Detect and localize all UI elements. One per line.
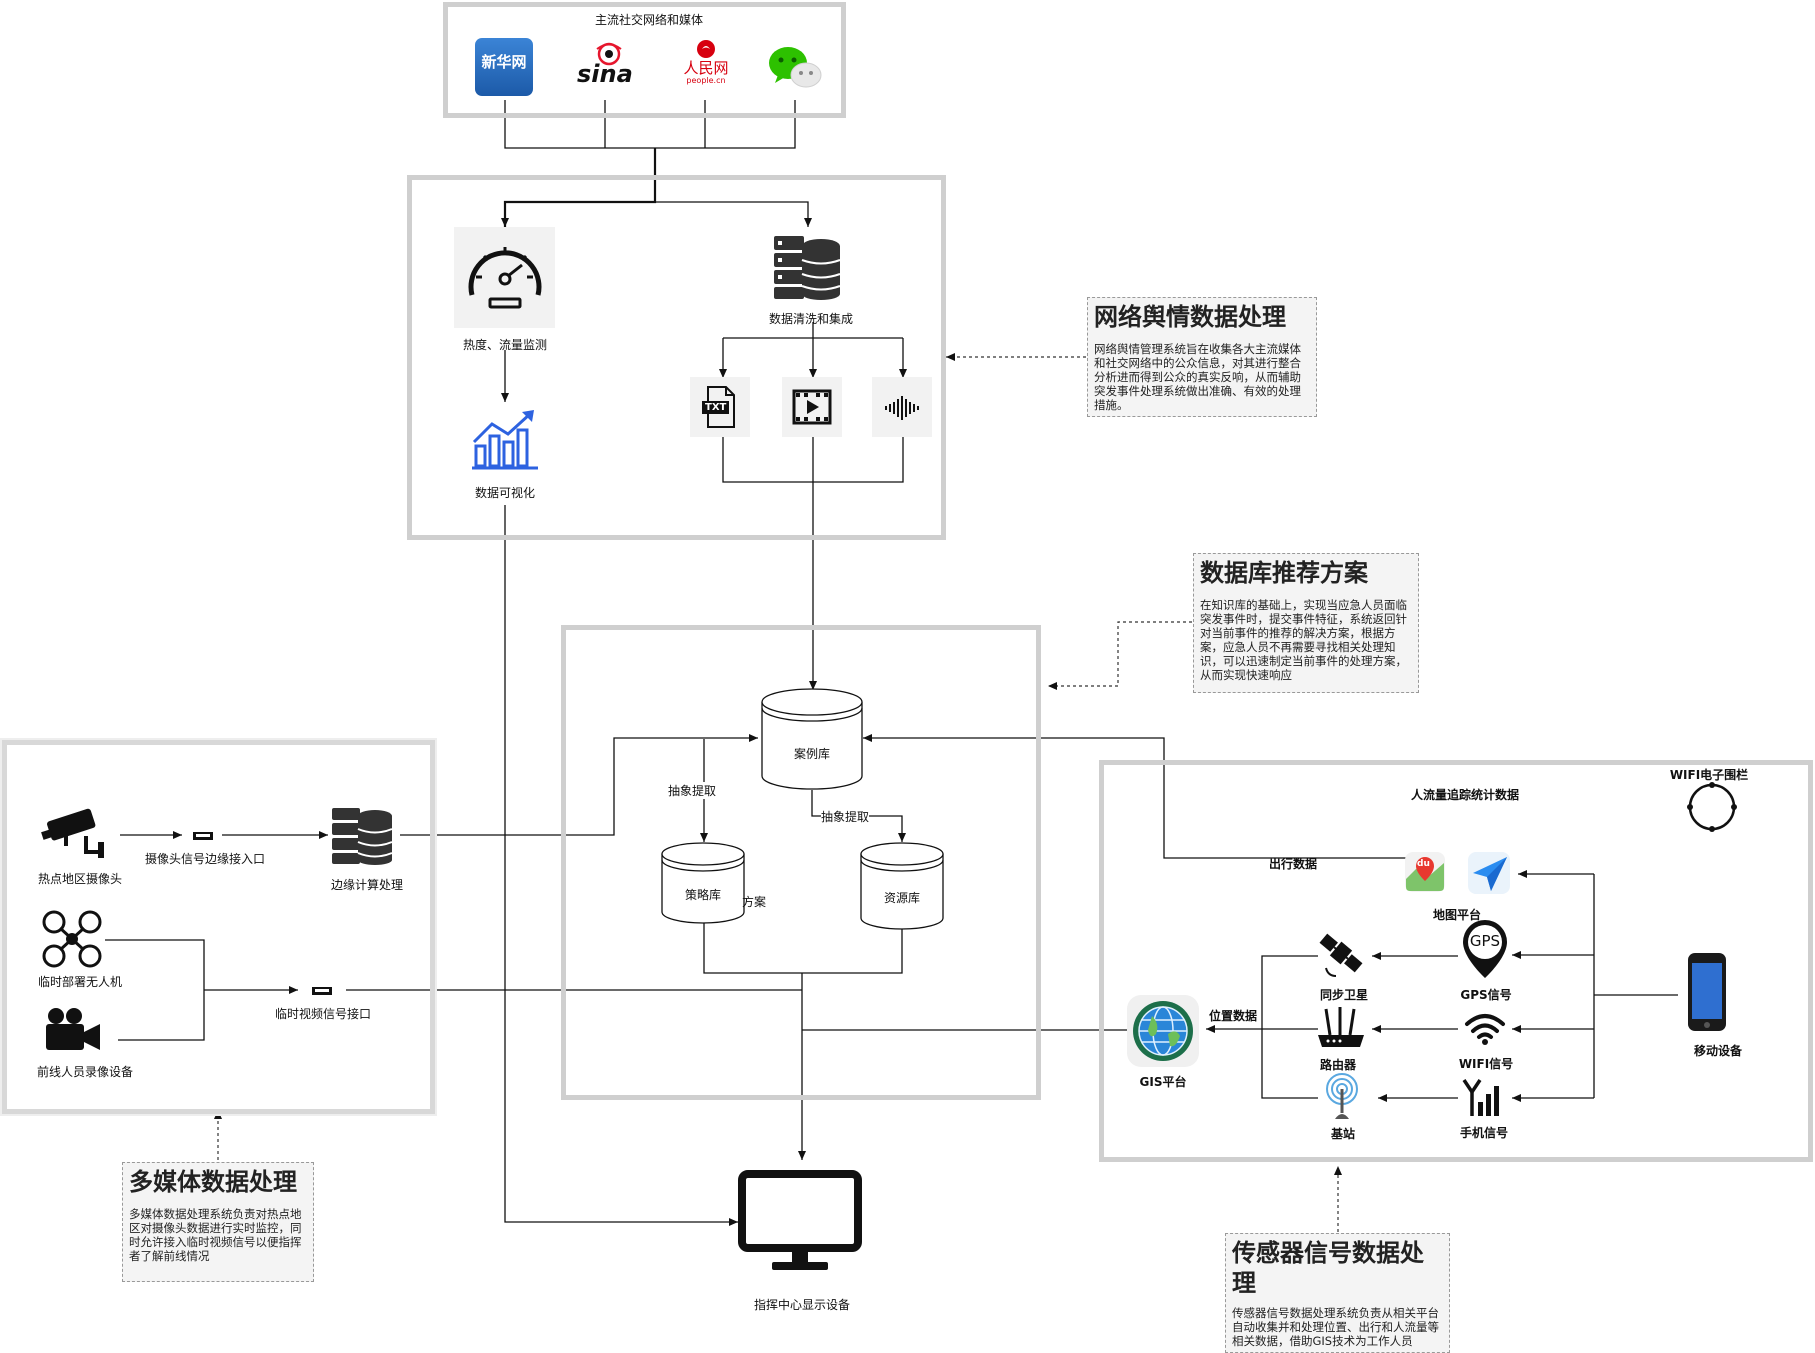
travel-data-label: 出行数据 (1268, 857, 1318, 871)
display-label: 指挥中心显示设备 (753, 1298, 851, 1312)
wechat-logo (766, 43, 824, 91)
multimedia-note: 多媒体数据处理 多媒体数据处理系统负责对热点地区对摄像头数据进行实时监控，同时允… (122, 1162, 314, 1282)
multimedia-frame (2, 740, 435, 1114)
extract-label-1: 抽象提取 (667, 782, 717, 799)
txt-file-icon: TXT (690, 377, 750, 437)
monitor-display-icon (738, 1170, 862, 1274)
viz-label: 数据可视化 (474, 486, 536, 500)
video-file-icon (782, 377, 842, 437)
edge-label: 边缘计算处理 (330, 878, 404, 892)
sina-logo: sina (575, 40, 637, 90)
cctv-camera-icon (40, 802, 108, 860)
people-logo-en: people.cn (686, 76, 726, 85)
strategy-database: 策略库 (661, 842, 745, 924)
recorder-label: 前线人员录像设备 (36, 1065, 134, 1079)
network-note-body: 网络舆情管理系统旨在收集各大主流媒体和社交网络中的公众信息，对其进行整合分析进而… (1094, 342, 1301, 412)
wifi-fence-icon (1686, 781, 1738, 833)
sensor-note-title: 传感器信号数据处理 (1232, 1239, 1424, 1297)
gps-label: GPS信号 (1460, 988, 1512, 1002)
map-platform-label: 地图平台 (1432, 908, 1482, 922)
resource-database: 资源库 (860, 842, 944, 930)
hdmi-port-icon-2 (307, 983, 337, 997)
social-title: 主流社交网络和媒体 (594, 13, 704, 27)
sensor-note: 传感器信号数据处理 传感器信号数据处理系统负责从相关平台自动收集并和处理位置、出… (1225, 1233, 1450, 1353)
gps-pin-icon: GPS (1460, 918, 1510, 982)
resource-database-label: 资源库 (883, 891, 921, 905)
mobile-label: 移动设备 (1693, 1044, 1743, 1058)
hdmi-port-icon-1 (188, 828, 218, 842)
sensor-note-body: 传感器信号数据处理系统负责从相关平台自动收集并和处理位置、出行和人流量等相关数据… (1232, 1306, 1439, 1348)
camera-label: 热点地区摄像头 (37, 872, 123, 886)
gps-badge: GPS (1469, 932, 1501, 950)
wifi-signal-icon (1463, 1010, 1507, 1046)
txt-badge: TXT (702, 401, 730, 414)
network-processing-frame (407, 175, 946, 540)
db-note-title: 数据库推荐方案 (1200, 559, 1368, 587)
satellite-icon (1316, 928, 1366, 978)
audio-wave-icon (872, 377, 932, 437)
drone-icon (40, 908, 104, 970)
database-frame (561, 625, 1041, 1100)
xinhua-logo-text: 新华网 (481, 53, 527, 71)
navigation-map-icon (1467, 851, 1511, 895)
cell-signal-icon (1462, 1078, 1508, 1118)
plan-label: 方案 (742, 895, 767, 909)
case-database-label: 案例库 (793, 747, 831, 761)
gis-globe-icon (1126, 994, 1200, 1068)
router-icon (1316, 1005, 1366, 1053)
db-note-body: 在知识库的基础上，实现当应急人员面临突发事件时，提交事件特征，系统返回针对当前事… (1200, 598, 1407, 682)
baidu-badge: du (1417, 859, 1430, 869)
wechat-icon (769, 47, 822, 88)
monitor-label: 热度、流量监测 (462, 338, 548, 352)
xinhua-logo: 新华网 (475, 38, 533, 96)
base-station-label: 基站 (1330, 1127, 1356, 1141)
wifi-label: WIFI信号 (1458, 1057, 1514, 1071)
video-port-label: 临时视频信号接口 (274, 1007, 372, 1021)
case-database: 案例库 (761, 688, 863, 790)
phone-signal-label: 手机信号 (1459, 1126, 1509, 1140)
baidu-map-icon: du (1404, 851, 1446, 893)
people-emblem-icon (697, 40, 715, 58)
social-media-frame (443, 2, 846, 118)
speedometer-icon (454, 227, 555, 328)
db-note: 数据库推荐方案 在知识库的基础上，实现当应急人员面临突发事件时，提交事件特征，系… (1193, 553, 1419, 693)
multimedia-note-title: 多媒体数据处理 (129, 1168, 297, 1196)
drone-label: 临时部署无人机 (37, 975, 123, 989)
multimedia-note-body: 多媒体数据处理系统负责对热点地区对摄像头数据进行实时监控，同时允许接入临时视频信… (129, 1207, 302, 1263)
network-note-title: 网络舆情数据处理 (1094, 303, 1286, 331)
database-cluster-icon (772, 234, 842, 300)
position-data-label: 位置数据 (1208, 1009, 1258, 1023)
people-logo-cn: 人民网 (683, 59, 729, 77)
network-note: 网络舆情数据处理 网络舆情管理系统旨在收集各大主流媒体和社交网络中的公众信息，对… (1087, 297, 1317, 417)
clean-label: 数据清洗和集成 (768, 312, 854, 326)
people-logo: 人民网 people.cn (675, 38, 737, 94)
satellite-label: 同步卫星 (1319, 988, 1369, 1002)
flow-title: 人流量追踪统计数据 (1410, 788, 1520, 802)
edge-server-icon (330, 806, 394, 866)
mobile-phone-icon (1684, 951, 1730, 1033)
camera-port-label: 摄像头信号边缘接入口 (144, 852, 266, 866)
data-visualization-icon (470, 408, 540, 472)
video-camera-icon (42, 1006, 102, 1054)
sensor-frame (1099, 760, 1813, 1162)
extract-label-2: 抽象提取 (820, 808, 870, 825)
wifi-fence-label: WIFI电子围栏 (1669, 768, 1749, 782)
router-label: 路由器 (1319, 1058, 1357, 1072)
sina-eye-icon (596, 42, 622, 66)
strategy-database-label: 策略库 (684, 888, 722, 902)
sina-wordmark: sina (577, 60, 633, 88)
base-station-icon (1322, 1073, 1362, 1123)
gis-label: GIS平台 (1139, 1075, 1187, 1089)
